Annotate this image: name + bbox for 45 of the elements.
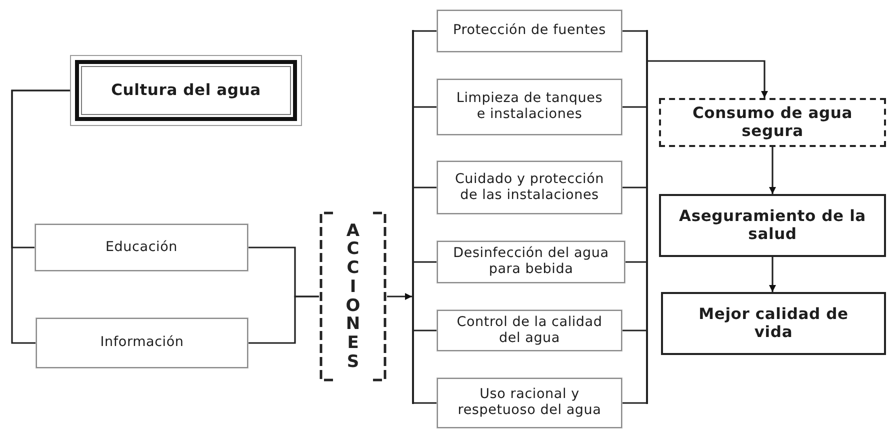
connector-line [414,186,437,188]
connector-line [387,293,412,300]
vertical-label: ACCIONES [344,222,362,372]
box-label: Cuidado y protección de las instalaciones [454,172,606,204]
box-label: Desinfección del agua para bebida [452,246,610,278]
title-box [70,55,302,126]
bus-line [646,30,648,404]
connector-line [769,147,776,194]
process-box [437,378,622,428]
box-label: Consumo de agua segura [691,104,854,140]
bus-line [412,30,414,404]
connector-line [622,106,646,108]
connector-line [11,90,70,344]
dashed-box [659,98,886,147]
connector-line [414,261,437,263]
box-label: Educación [105,240,178,256]
connector-line [622,402,646,404]
box-label: Información [100,335,184,351]
connector-line [622,186,646,188]
box-label: Cultura del agua [111,82,261,100]
process-box [437,161,622,214]
process-box [437,310,622,351]
box-label: Limpieza de tanques e instalaciones [455,91,604,123]
box-label: Uso racional y respetuoso del agua [456,387,602,419]
process-box [437,79,622,135]
box-label: Mejor calidad de vida [698,306,850,342]
connector-line [648,60,768,98]
connector-line [414,402,437,404]
connector-line [622,330,646,332]
result-box [661,292,886,355]
box-label: Control de la calidad del agua [456,314,604,346]
box-label: Aseguramiento de la salud [678,208,867,244]
connector-line [414,330,437,332]
process-box [36,318,248,368]
process-box [35,224,248,271]
box-label: Protección de fuentes [453,23,606,39]
result-box [659,194,886,257]
connector-line [414,106,437,108]
connector-line [625,261,646,263]
connector-line [622,30,646,32]
connector-line [414,30,437,32]
connector-line [769,257,776,292]
process-box [437,10,622,52]
process-box [437,241,625,283]
connector-line [248,296,319,344]
